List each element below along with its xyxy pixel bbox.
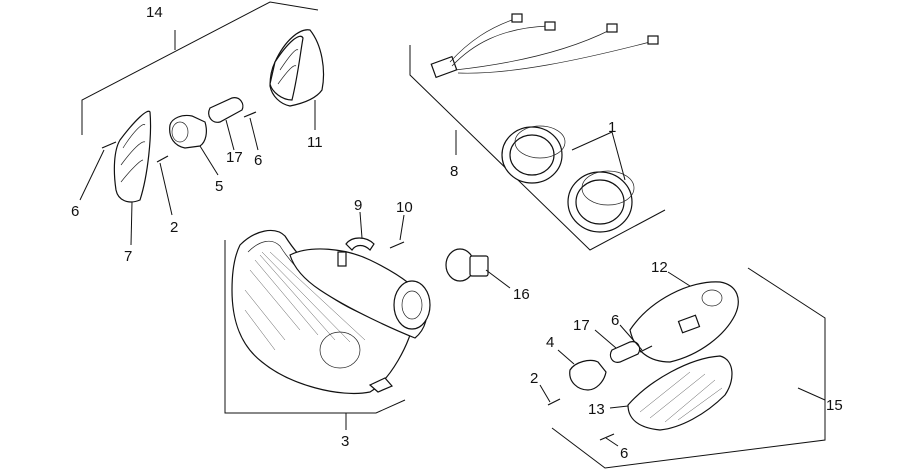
- turn-signal-lens-7: [113, 110, 152, 203]
- screw-6b: [243, 111, 257, 118]
- callout-8: 8: [450, 163, 458, 180]
- callout-14: 14: [146, 4, 163, 21]
- callout-7: 7: [124, 248, 132, 265]
- callout-16: 16: [513, 286, 530, 303]
- callout-6-front-right: 6: [254, 152, 262, 169]
- callout-11: 11: [307, 134, 323, 151]
- rear-signal-lens-13: [609, 355, 733, 431]
- screw-2a: [156, 155, 169, 163]
- rear-signal-housing-12: [629, 271, 739, 363]
- callout-15: 15: [826, 397, 843, 414]
- wiring-harness: [430, 13, 659, 79]
- callout-6-rear-bottom: 6: [620, 445, 628, 462]
- callout-2-rear: 2: [530, 370, 538, 387]
- reflector-housing-11: [269, 29, 325, 107]
- bulb-holder-4: [557, 349, 607, 391]
- callout-17-rear: 17: [573, 317, 590, 334]
- headlight-assembly-3: [224, 229, 431, 430]
- callout-13: 13: [588, 401, 605, 418]
- callout-17-front: 17: [226, 149, 243, 166]
- callout-4: 4: [546, 334, 554, 351]
- callout-6-rear-top: 6: [611, 312, 619, 329]
- group-8-instrument-lamps: [409, 13, 666, 251]
- callout-12: 12: [651, 259, 668, 276]
- callout-labels: 1 2 2 3 4 5 6 6 6 6 7 8 9 10 11 12 13 14…: [71, 4, 843, 462]
- callout-6-front-left: 6: [71, 203, 79, 220]
- callout-5: 5: [215, 178, 223, 195]
- clamp-9: [345, 211, 375, 251]
- screw-6d: [599, 433, 615, 441]
- bulb-holder-5: [169, 114, 207, 149]
- instrument-lamp-1b: [567, 170, 635, 233]
- callout-9: 9: [354, 197, 362, 214]
- screw-2b: [547, 398, 561, 406]
- headlight-bulb-16: [445, 248, 511, 289]
- screw-6a: [101, 141, 117, 149]
- callout-10: 10: [396, 199, 413, 216]
- group-14-turn-signal-assembly: [79, 1, 325, 246]
- bulb-17: [208, 97, 244, 123]
- screw-6c: [639, 345, 653, 353]
- screw-10: [389, 214, 405, 249]
- callout-3: 3: [341, 433, 349, 450]
- callout-1: 1: [608, 119, 616, 136]
- callout-2-front: 2: [170, 219, 178, 236]
- group-15-rear-turn-signal: [539, 267, 826, 469]
- instrument-lamp-1a: [501, 125, 566, 184]
